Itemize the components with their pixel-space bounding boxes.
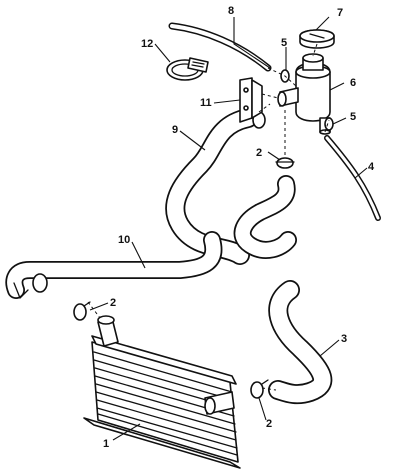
hose-clamp-2-upper <box>275 157 295 169</box>
callout-10: 10 <box>118 234 130 246</box>
coolant-hose-3 <box>268 280 333 405</box>
callout-12: 12 <box>141 38 153 50</box>
callout-labels: 8 7 12 5 6 11 5 9 2 4 10 2 3 2 1 <box>103 5 375 450</box>
assembly-guide-lines <box>87 43 330 391</box>
callout-3: 3 <box>341 333 347 345</box>
callout-4: 4 <box>368 161 375 173</box>
callout-8: 8 <box>228 5 234 17</box>
small-clamp-5-lower <box>324 117 334 131</box>
pressure-cap-7 <box>299 29 335 49</box>
coolant-hose-branch <box>233 175 297 259</box>
callout-9: 9 <box>172 124 178 136</box>
band-clamp-12 <box>166 57 209 81</box>
callout-6: 6 <box>350 77 356 89</box>
callout-2-left: 2 <box>110 297 116 309</box>
callout-2-right: 2 <box>266 418 272 430</box>
callout-7: 7 <box>337 7 343 19</box>
expansion-tank-6 <box>277 53 331 135</box>
heat-exchanger-1 <box>83 315 241 469</box>
mounting-bracket-11 <box>239 77 263 123</box>
coolant-hose-10 <box>5 231 223 299</box>
callout-1: 1 <box>103 438 109 450</box>
callout-2-upper: 2 <box>256 147 262 159</box>
hose-10-end <box>13 273 48 299</box>
callout-11: 11 <box>200 97 212 109</box>
callout-5-upper: 5 <box>281 37 287 49</box>
cooler-fins <box>93 351 238 456</box>
hose-clamp-2-left <box>73 301 91 321</box>
hose-clamp-2-right <box>250 379 269 399</box>
leader-lines <box>89 16 368 441</box>
drain-tube-4 <box>324 135 381 221</box>
callout-5-lower: 5 <box>350 111 356 123</box>
